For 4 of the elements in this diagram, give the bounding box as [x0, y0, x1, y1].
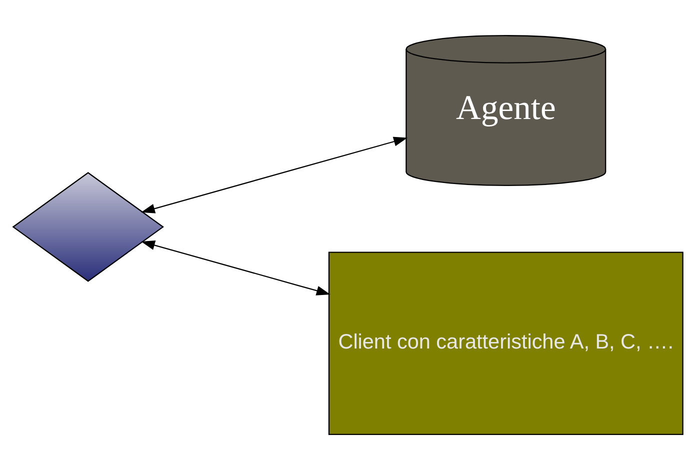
arrow: [141, 136, 408, 213]
node-diamond: [12, 172, 164, 282]
node-box: Client con caratteristiche A, B, C, ….: [328, 251, 684, 434]
arrow: [141, 240, 330, 295]
